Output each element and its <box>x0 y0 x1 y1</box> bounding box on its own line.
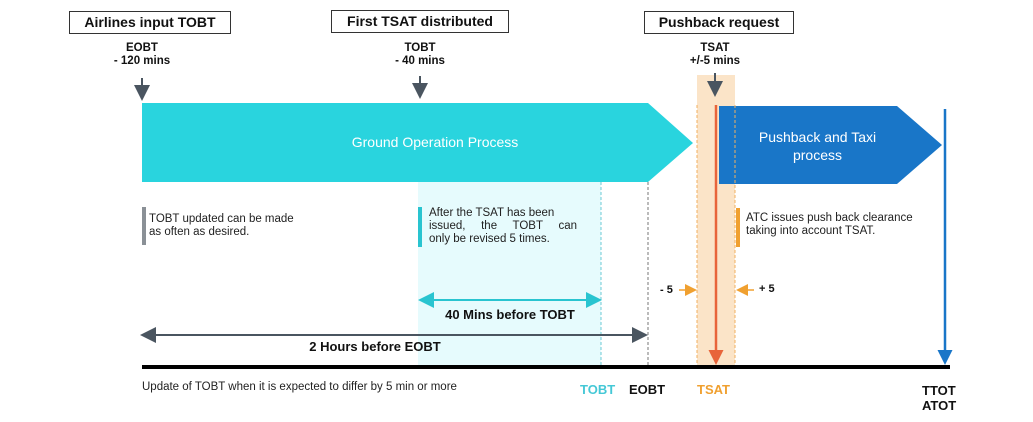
timeline-axis <box>142 365 950 369</box>
note-line: taking into account TSAT. <box>746 225 876 237</box>
ground-operation-arrow <box>142 103 693 182</box>
first-tsat-header: First TSAT distributed <box>331 10 509 33</box>
note-line: ATC issues push back clearance <box>746 212 913 224</box>
airlines-input-header: Airlines input TOBT <box>69 11 231 34</box>
pushback-request-header: Pushback request <box>644 11 794 34</box>
cyan-note-bar <box>418 207 422 247</box>
eobt-marker-line2: - 120 mins <box>113 55 171 67</box>
orange-note-bar <box>736 208 740 247</box>
note-line: as often as desired. <box>149 226 250 238</box>
tsat-marker-line1: TSAT <box>700 42 730 54</box>
timeline-footnote: Update of TOBT when it is expected to di… <box>142 381 457 393</box>
eobt-marker-label: EOBT- 120 mins <box>92 42 192 68</box>
pushback-taxi-arrow <box>719 106 942 184</box>
plus-five-label: + 5 <box>759 283 775 295</box>
ground-operation-label: Ground Operation Process <box>351 134 519 150</box>
axis-label-ttot: TTOT <box>922 383 956 398</box>
note-line: issued, the TOBT can <box>429 220 577 232</box>
pushback-taxi-label: Pushback and Taxi process <box>720 128 915 164</box>
note-line: After the TSAT has been <box>429 207 555 219</box>
minus-five-label: - 5 <box>660 284 673 296</box>
note-line: TOBT updated can be made <box>149 213 294 225</box>
tobt-marker-line2: - 40 mins <box>395 55 445 67</box>
tobt-marker-line1: TOBT <box>404 42 436 54</box>
note-line: only be revised 5 times. <box>429 233 550 245</box>
tsat-marker-line2: +/-5 mins <box>689 55 741 67</box>
tobt-marker-label: TOBT- 40 mins <box>370 42 470 68</box>
pushback-taxi-line1: Pushback and Taxi <box>758 129 877 145</box>
axis-label-tobt: TOBT <box>580 382 616 397</box>
two-hour-span-label: 2 Hours before EOBT <box>309 339 441 354</box>
axis-label-tsat: TSAT <box>697 382 730 397</box>
eobt-marker-line1: EOBT <box>126 42 158 54</box>
gray-note-bar <box>142 207 146 245</box>
axis-label-eobt: EOBT <box>629 382 666 397</box>
tsat-marker-label: TSAT+/-5 mins <box>665 42 765 68</box>
axis-label-atot: ATOT <box>922 398 957 413</box>
pushback-taxi-line2: process <box>792 147 843 163</box>
forty-min-span-label: 40 Mins before TOBT <box>445 307 575 322</box>
